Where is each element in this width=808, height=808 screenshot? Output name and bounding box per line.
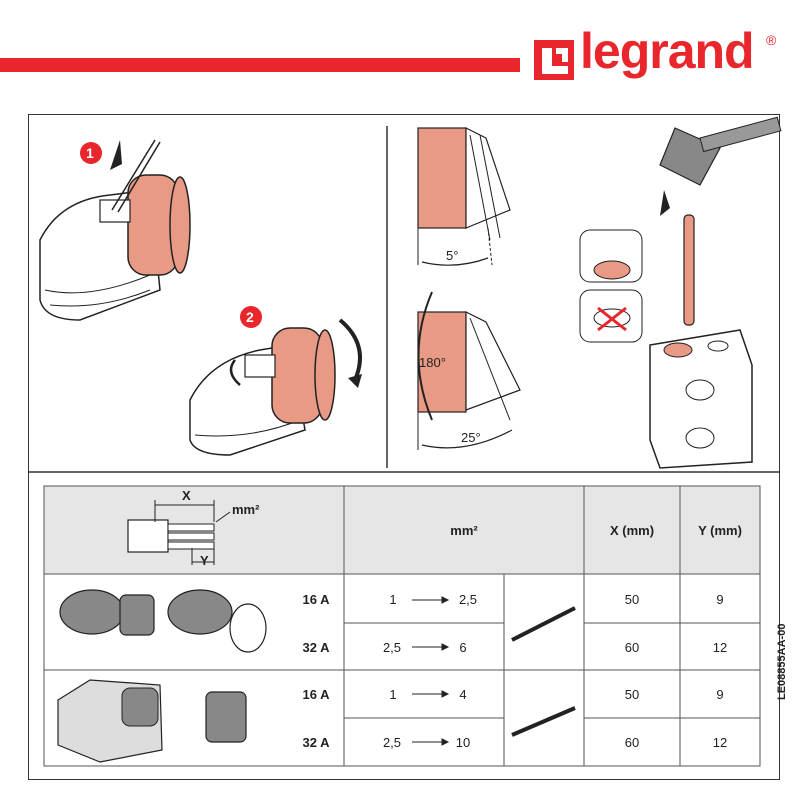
row2-x: 60	[624, 639, 640, 655]
row1-x: 50	[624, 591, 640, 607]
angle-180-label: 180°	[419, 355, 446, 370]
header-x-mm: X (mm)	[609, 522, 655, 538]
row3-from: 1	[389, 686, 397, 702]
row3-y: 9	[716, 686, 724, 702]
row2-amp: 32 A	[302, 639, 330, 655]
row3-to: 4	[459, 686, 467, 702]
row4-x: 60	[624, 734, 640, 750]
row4-amp: 32 A	[302, 734, 330, 750]
header-red-bar	[0, 58, 520, 72]
row2-from: 2,5	[382, 639, 402, 655]
plug-step1-illustration	[39, 139, 191, 321]
diagram-y-label: Y	[200, 553, 209, 568]
row3-x: 50	[624, 686, 640, 702]
row4-to: 10	[455, 734, 471, 750]
row1-amp: 16 A	[302, 591, 330, 607]
step-1-badge: 1	[86, 145, 94, 161]
row2-y: 12	[712, 639, 728, 655]
socket-boxes-row2-illustration	[57, 679, 247, 763]
angle-25-label: 25°	[461, 430, 481, 445]
plug-sockets-row1-illustration	[59, 589, 267, 653]
angle-5-label: 5°	[446, 248, 459, 263]
cable-strip-diagram	[127, 500, 231, 565]
step-2-badge: 2	[246, 309, 254, 325]
angle-180-25-illustration	[417, 291, 521, 450]
junction-box-illustration	[579, 116, 782, 469]
row1-from: 1	[389, 591, 397, 607]
brand-name: legrand	[580, 23, 755, 79]
diagram-x-label: X	[182, 488, 191, 503]
row4-y: 12	[712, 734, 728, 750]
document-code: LE08855AA-00	[776, 623, 788, 700]
plug-step2-illustration	[189, 318, 362, 456]
legrand-logo	[534, 40, 574, 80]
angle-5-illustration	[417, 127, 511, 266]
row4-from: 2,5	[382, 734, 402, 750]
header-mm2: mm²	[450, 522, 478, 538]
row1-to: 2,5	[458, 591, 478, 607]
instruction-frame	[28, 114, 780, 780]
registered-mark: ®	[766, 32, 777, 48]
header-y-mm: Y (mm)	[698, 522, 742, 538]
row2-to: 6	[459, 639, 467, 655]
range-arrows	[412, 596, 450, 746]
row1-y: 9	[716, 591, 724, 607]
diagram-mm2-label: mm²	[232, 502, 260, 517]
row3-amp: 16 A	[302, 686, 330, 702]
